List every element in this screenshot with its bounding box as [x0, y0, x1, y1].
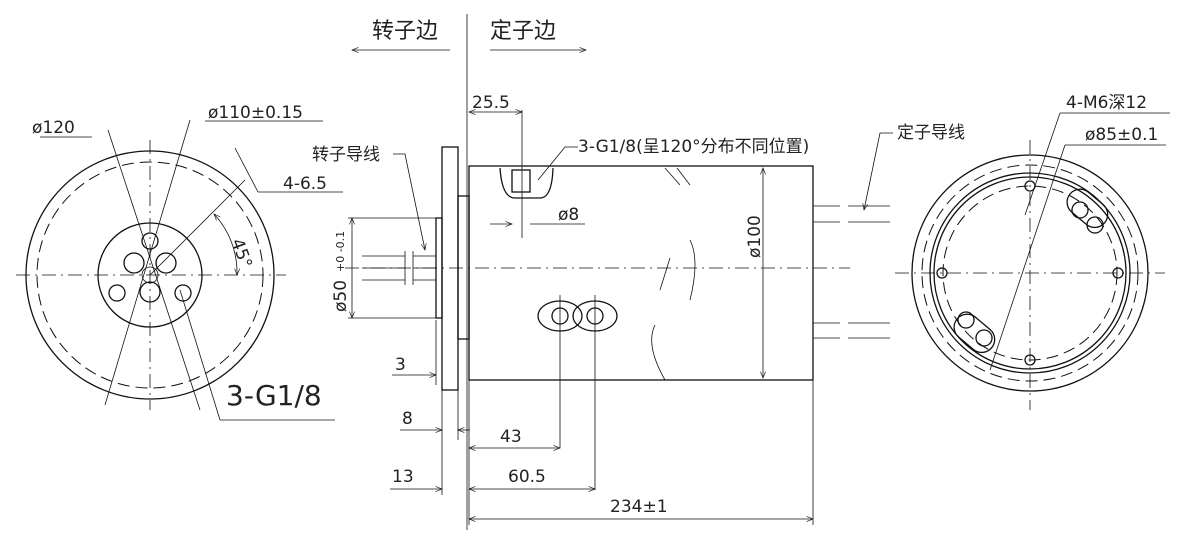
dim-8: 8 — [402, 409, 413, 429]
left-end-view: ø120 ø110±0.15 4-6.5 45° 3-G1/8 — [16, 103, 343, 421]
dia-110-label: ø110±0.15 — [208, 103, 303, 123]
dia-8-label: ø8 — [558, 205, 579, 225]
stator-leads-label: 定子导线 — [897, 123, 965, 143]
right-end-view: 4-M6深12 ø85±0.1 — [895, 93, 1170, 410]
dim-60-5: 60.5 — [508, 467, 546, 487]
flange — [441, 146, 459, 391]
dia-120-label: ø120 — [32, 118, 75, 138]
threads-label: 4-M6深12 — [1066, 93, 1147, 113]
port-note: 3-G1/8(呈120°分布不同位置) — [578, 137, 809, 157]
dim-234: 234±1 — [610, 497, 668, 517]
side-indicator: 转子边 定子边 — [352, 14, 586, 530]
dia-85-label: ø85±0.1 — [1085, 125, 1158, 145]
dim-13: 13 — [392, 467, 414, 487]
dim-3: 3 — [395, 355, 406, 375]
angle-label: 45° — [227, 236, 256, 271]
dim-25-5: 25.5 — [472, 93, 510, 113]
stator-side-label: 定子边 — [490, 19, 556, 44]
side-view: 25.5 3-G1/8(呈120°分布不同位置) ø8 ø50 +0 -0.1 … — [312, 93, 965, 525]
slots-label: 4-6.5 — [283, 174, 327, 194]
dia-100-label: ø100 — [745, 215, 765, 258]
dia-50-label: ø50 — [331, 280, 351, 312]
ports-label: 3-G1/8 — [226, 379, 322, 412]
rotor-side-label: 转子边 — [372, 19, 438, 44]
dim-43: 43 — [500, 427, 522, 447]
tol-50-label: +0 -0.1 — [334, 231, 347, 272]
rotor-leads-label: 转子导线 — [312, 145, 380, 165]
